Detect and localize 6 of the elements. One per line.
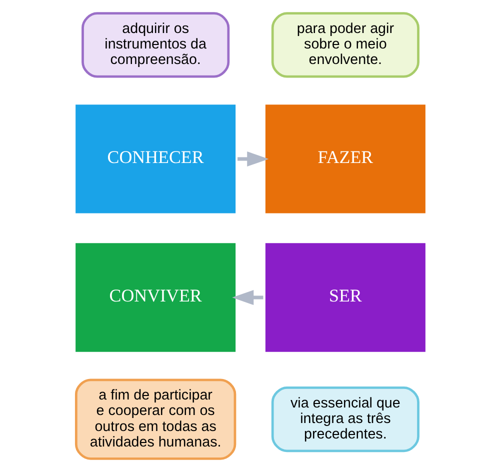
node-box: a fim de participar e cooperar com os outros em todas as atividades humanas. [74,378,236,460]
node-box: via essencial que integra as três precedentes. [270,386,419,452]
node-box: para poder agir sobre o meio envolvente. [270,12,419,78]
node-box: adquirir os instrumentos da compreensão. [81,12,230,78]
arrow [232,290,263,306]
arrow [237,151,268,167]
